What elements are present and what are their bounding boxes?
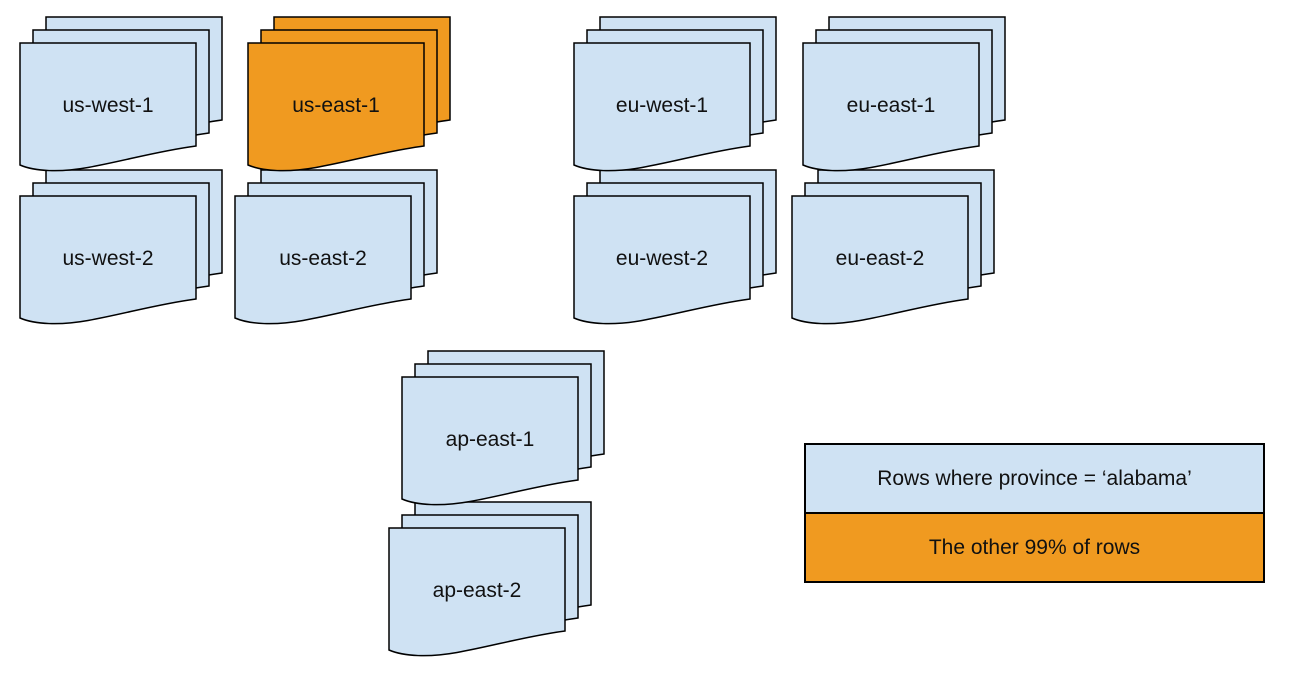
legend-item-other-rows: The other 99% of rows (806, 514, 1263, 581)
region-label: us-east-1 (292, 94, 380, 117)
region-stack-ap-east-2: ap-east-2 (388, 500, 592, 660)
region-stack-us-west-1: us-west-1 (19, 15, 223, 175)
document-stack-icon: us-east-2 (234, 169, 438, 325)
legend: Rows where province = ‘alabama’ The othe… (804, 443, 1265, 583)
legend-item-label: The other 99% of rows (928, 535, 1141, 559)
region-label: eu-east-2 (836, 247, 925, 270)
region-label: eu-west-1 (616, 94, 708, 117)
region-label: ap-east-1 (446, 428, 535, 451)
region-stack-ap-east-1: ap-east-1 (401, 349, 605, 509)
region-stack-us-west-2: us-west-2 (19, 168, 223, 328)
legend-item-label: Rows where province = ‘alabama’ (877, 466, 1192, 490)
region-stack-eu-west-2: eu-west-2 (573, 168, 777, 328)
document-stack-icon: eu-west-2 (573, 169, 777, 325)
region-label: us-west-2 (62, 247, 153, 270)
region-label: eu-east-1 (847, 94, 936, 117)
region-label: ap-east-2 (433, 579, 522, 602)
document-stack-icon: us-west-1 (19, 16, 223, 172)
legend-item-alabama-rows: Rows where province = ‘alabama’ (806, 445, 1263, 514)
document-stack-icon: ap-east-2 (388, 501, 592, 657)
region-label: us-west-1 (62, 94, 153, 117)
document-stack-icon: us-east-1 (247, 16, 451, 172)
region-stack-eu-east-2: eu-east-2 (791, 168, 995, 328)
region-stack-us-east-1: us-east-1 (247, 15, 451, 175)
document-stack-icon: eu-west-1 (573, 16, 777, 172)
document-stack-icon: eu-east-1 (802, 16, 1006, 172)
document-stack-icon: eu-east-2 (791, 169, 995, 325)
region-label: eu-west-2 (616, 247, 708, 270)
region-stack-eu-west-1: eu-west-1 (573, 15, 777, 175)
region-label: us-east-2 (279, 247, 367, 270)
document-stack-icon: us-west-2 (19, 169, 223, 325)
document-stack-icon: ap-east-1 (401, 350, 605, 506)
region-stack-eu-east-1: eu-east-1 (802, 15, 1006, 175)
region-stack-us-east-2: us-east-2 (234, 168, 438, 328)
